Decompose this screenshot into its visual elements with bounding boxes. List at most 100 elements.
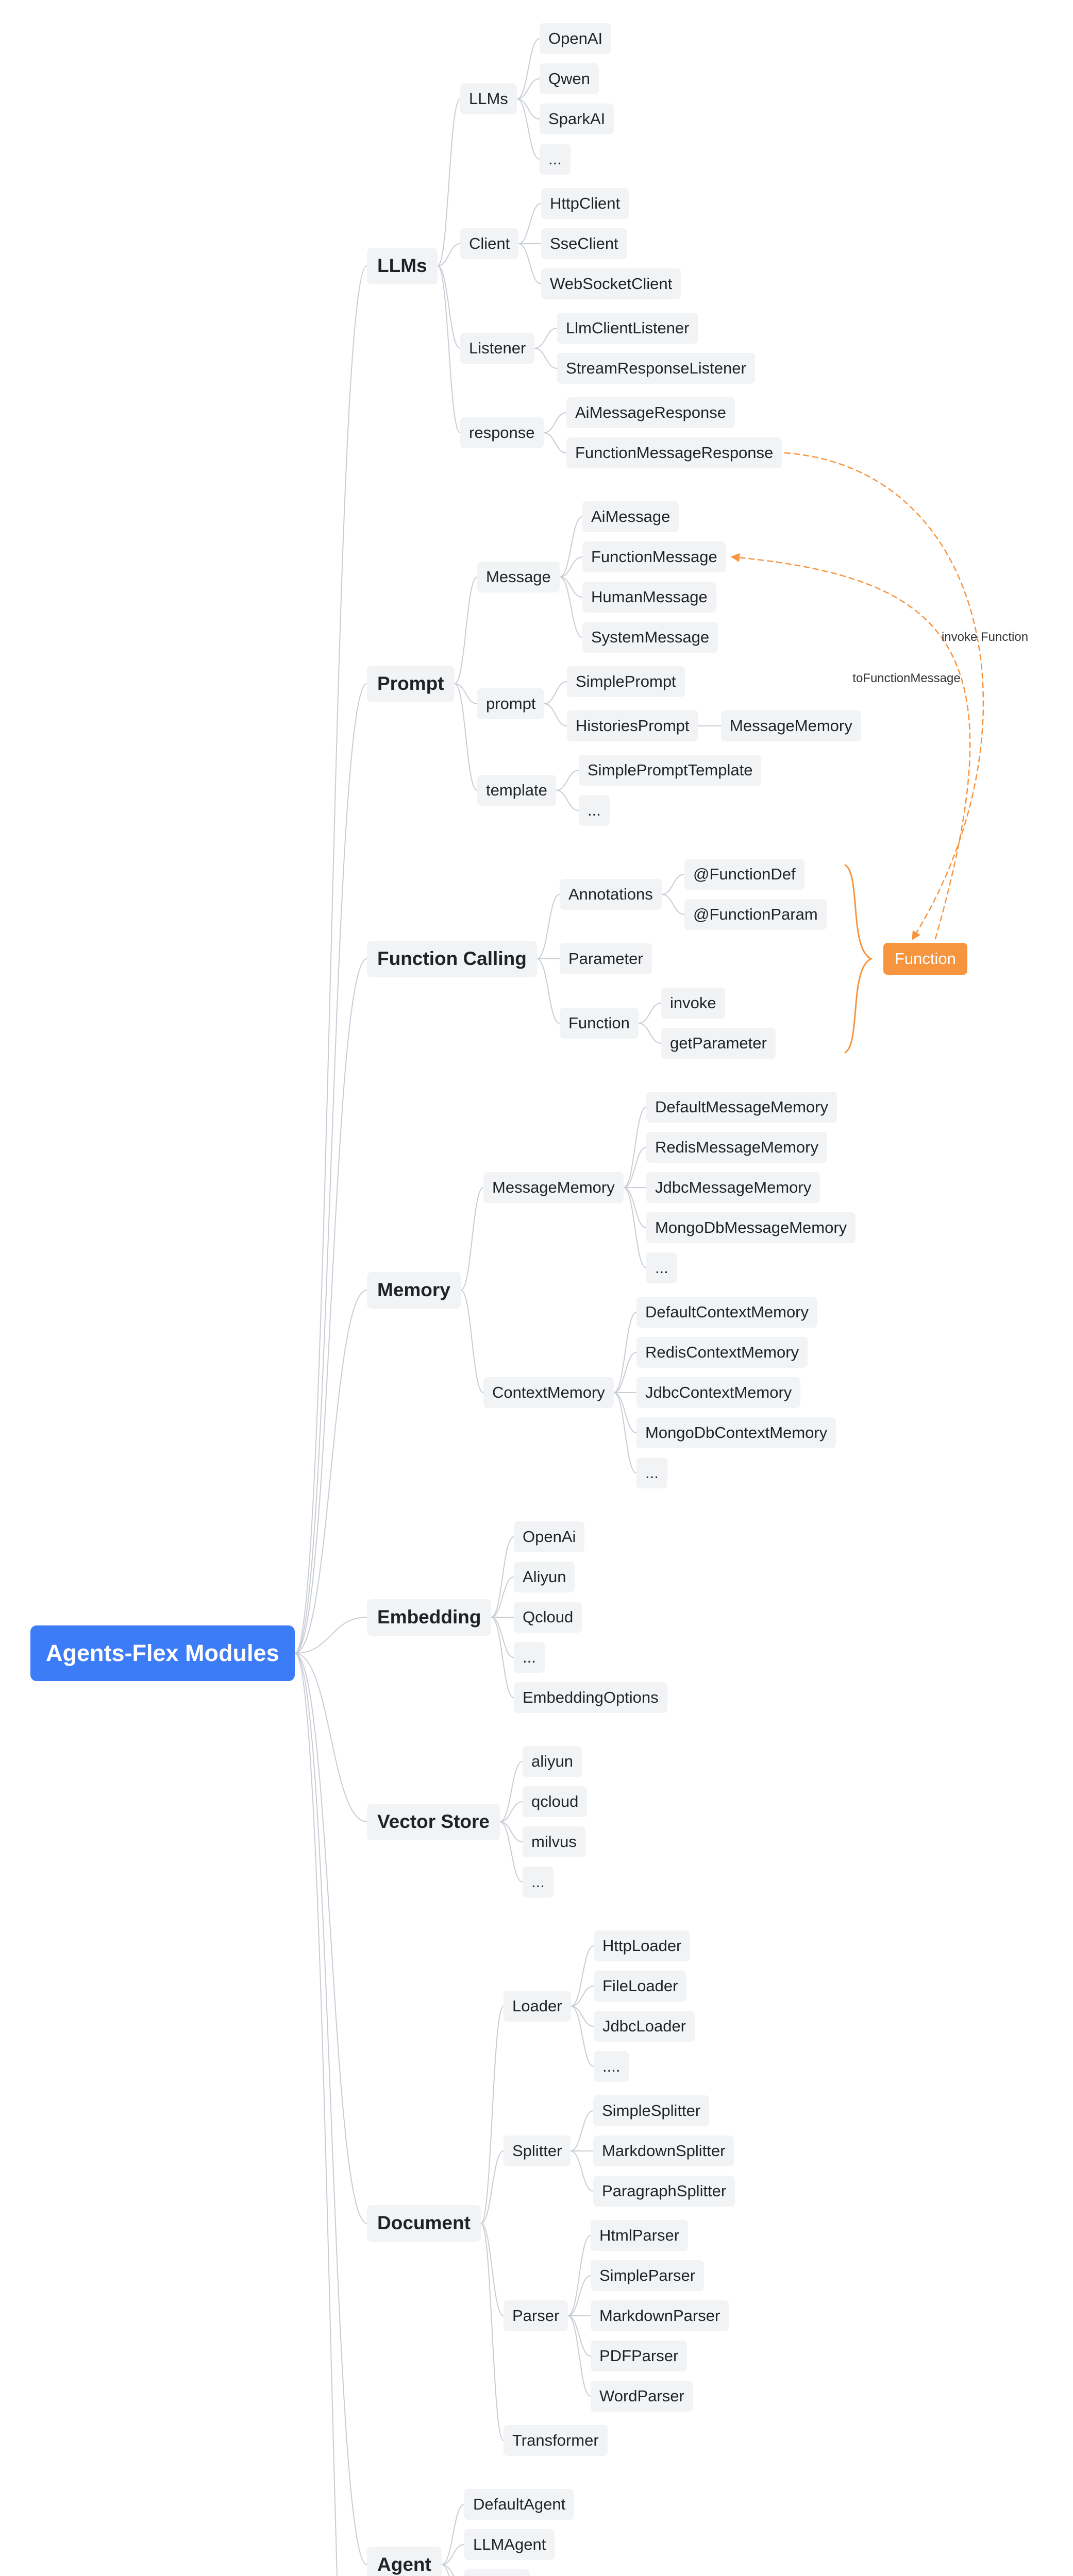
tree-connector [613,1392,637,1473]
tree-connector [623,1107,647,1188]
tree-connector [544,703,567,726]
node-transformer[interactable]: Transformer [504,2425,608,2456]
node-invoke[interactable]: invoke [661,988,725,1019]
node-message[interactable]: Message [477,562,560,592]
tree-connector [559,516,583,578]
tree-connector [491,1617,514,1698]
tree-connector [543,412,567,433]
node-aliyun[interactable]: aliyun [523,1746,582,1777]
node-simpleprompttemplate[interactable]: SimplePromptTemplate [579,755,762,786]
node-redismessagememory[interactable]: RedisMessageMemory [646,1132,827,1163]
node-parameter[interactable]: Parameter [560,943,652,974]
curly-brace [844,864,873,1054]
node-llms[interactable]: LLMs [367,248,438,284]
node-htmlparser[interactable]: HtmlParser [591,2220,689,2251]
node-template[interactable]: template [477,775,556,806]
node-defaultagent[interactable]: DefaultAgent [464,2489,575,2520]
node-rediscontextmemory[interactable]: RedisContextMemory [636,1337,808,1368]
node-function[interactable]: Function [560,1008,639,1039]
node-vector-store[interactable]: Vector Store [367,1804,500,1840]
node-websocketclient[interactable]: WebSocketClient [541,268,681,299]
node-markdownparser[interactable]: MarkdownParser [591,2300,729,2331]
node-qcloud[interactable]: qcloud [523,1786,588,1817]
node-agents-flex-modules[interactable]: Agents-Flex Modules [30,1625,295,1682]
node-llmclientlistener[interactable]: LlmClientListener [557,313,698,344]
node-functionparam[interactable]: @FunctionParam [684,899,827,930]
tree-connector [613,1352,637,1393]
node-milvus[interactable]: milvus [523,1826,585,1857]
node-ellipsis[interactable]: ... [523,1867,554,1897]
node-prompt[interactable]: prompt [477,688,545,719]
node-document[interactable]: Document [367,2205,481,2242]
node-getparameter[interactable]: getParameter [661,1028,776,1059]
node-httploader[interactable]: HttpLoader [594,1930,691,1961]
node-messagememory[interactable]: MessageMemory [483,1172,624,1203]
node-function-calling[interactable]: Function Calling [367,941,537,977]
node-messagememory[interactable]: MessageMemory [721,710,861,741]
node-mongodbcontextmemory[interactable]: MongoDbContextMemory [636,1417,836,1448]
tree-connector [571,2006,594,2067]
node-paragraphsplitter[interactable]: ParagraphSplitter [593,2176,735,2207]
node-ellipsis[interactable]: ... [636,1458,667,1488]
node-openai[interactable]: OpenAi [514,1521,585,1552]
node-embeddingoptions[interactable]: EmbeddingOptions [514,1682,667,1713]
node-aimessageresponse[interactable]: AiMessageResponse [566,397,735,428]
node-ellipsis[interactable]: ... [579,795,610,826]
node-fileloader[interactable]: FileLoader [594,1971,687,2002]
tree-connector [638,1003,662,1024]
node-sseclient[interactable]: SseClient [541,228,627,259]
tree-connector [518,203,542,244]
node-sparkai[interactable]: SparkAI [540,104,614,134]
node-qcloud[interactable]: Qcloud [514,1602,582,1633]
node-jdbccontextmemory[interactable]: JdbcContextMemory [636,1377,801,1408]
node-simplesplitter[interactable]: SimpleSplitter [593,2095,710,2126]
node-humanmessage[interactable]: HumanMessage [582,582,716,613]
node-aimessage[interactable]: AiMessage [582,501,679,532]
node-function-floating[interactable]: Function [883,943,967,975]
node-llmagent[interactable]: LLMAgent [464,2529,555,2560]
node-memory[interactable]: Memory [367,1272,461,1309]
node-embedding[interactable]: Embedding [367,1599,492,1636]
node-splitter[interactable]: Splitter [504,2136,571,2166]
node-mongodbmessagememory[interactable]: MongoDbMessageMemory [646,1212,856,1243]
node-simpleparser[interactable]: SimpleParser [591,2260,705,2291]
node-wordparser[interactable]: WordParser [591,2381,693,2412]
node-functionmessage[interactable]: FunctionMessage [582,541,726,572]
node-ellipsis[interactable]: ... [540,144,571,175]
node-ellipsis[interactable]: ... [646,1252,677,1283]
node-ellipsis[interactable]: ... [514,1642,545,1673]
node-streamresponselistener[interactable]: StreamResponseListener [557,353,755,384]
node-output[interactable]: Output [464,2569,530,2576]
node-jdbcloader[interactable]: JdbcLoader [594,2011,695,2042]
node-markdownsplitter[interactable]: MarkdownSplitter [593,2136,734,2166]
node-functionmessageresponse[interactable]: FunctionMessageResponse [566,437,782,468]
node-contextmemory[interactable]: ContextMemory [483,1377,614,1408]
node-response[interactable]: response [460,417,544,448]
node-functiondef[interactable]: @FunctionDef [684,859,804,890]
node-simpleprompt[interactable]: SimplePrompt [567,666,685,697]
node-llms[interactable]: LLMs [460,83,517,114]
node-agent[interactable]: Agent [367,2547,442,2576]
node-loader[interactable]: Loader [504,1991,571,2022]
node-parser[interactable]: Parser [504,2300,568,2331]
tree-connector [534,328,558,349]
node-client[interactable]: Client [460,228,519,259]
tree-connector [437,265,461,433]
node-listener[interactable]: Listener [460,333,535,364]
node-aliyun[interactable]: Aliyun [514,1562,575,1592]
node-annotations[interactable]: Annotations [560,879,662,910]
node-pdfparser[interactable]: PDFParser [591,2341,688,2371]
node-historiesprompt[interactable]: HistoriesPrompt [567,710,698,741]
node-httpclient[interactable]: HttpClient [541,188,629,219]
node-jdbcmessagememory[interactable]: JdbcMessageMemory [646,1172,820,1203]
node-systemmessage[interactable]: SystemMessage [582,622,718,653]
node-qwen[interactable]: Qwen [540,63,599,94]
node-ellipsis[interactable]: .... [594,2051,629,2082]
tree-connector [623,1187,647,1268]
node-openai[interactable]: OpenAI [540,23,612,54]
node-defaultmessagememory[interactable]: DefaultMessageMemory [646,1092,837,1123]
tree-connector [556,770,579,791]
node-prompt[interactable]: Prompt [367,666,455,702]
node-defaultcontextmemory[interactable]: DefaultContextMemory [636,1297,818,1328]
